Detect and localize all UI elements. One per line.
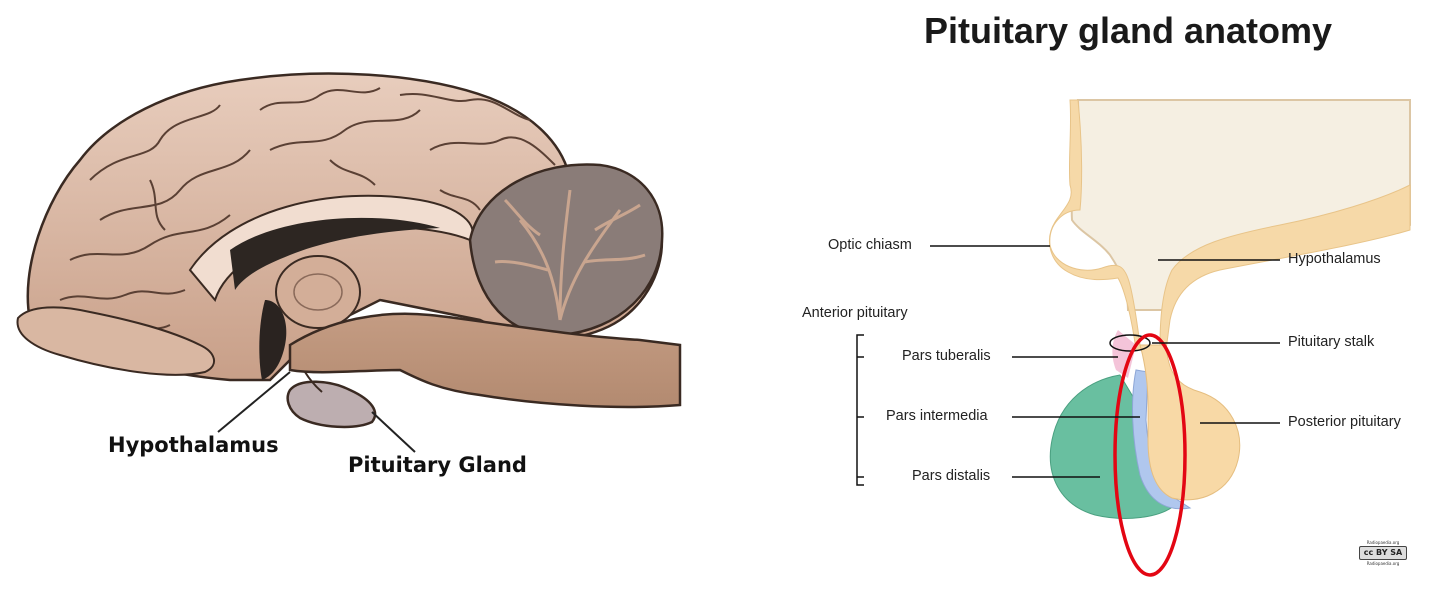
arbor-vitae <box>494 189 646 321</box>
red-highlight-ellipse <box>1113 333 1187 577</box>
ventricle <box>230 217 440 290</box>
page-title: Pituitary gland anatomy <box>923 10 1333 51</box>
frontal-lobe-base <box>16 306 215 376</box>
badge-site-line: Radiopaedia.org <box>1366 561 1400 566</box>
hypothalamus-diagram-label: Hypothalamus <box>1288 251 1381 267</box>
thalamus <box>275 255 361 329</box>
pars-tuberalis-label: Pars tuberalis <box>902 348 991 364</box>
pars-tuberalis-shape <box>1112 330 1136 378</box>
anterior-pituitary-label: Anterior pituitary <box>802 305 908 321</box>
posterior-pituitary-label: Posterior pituitary <box>1288 414 1401 430</box>
pars-intermedia-label: Pars intermedia <box>886 408 988 424</box>
brainstem <box>288 312 682 409</box>
pituitary-gland-drawing <box>286 380 377 429</box>
anterior-pituitary-bracket <box>856 334 864 486</box>
optic-chiasm-label: Optic chiasm <box>828 237 912 253</box>
pituitary-gland-leader-line <box>371 411 416 453</box>
hypothalamus-region <box>1048 99 1411 351</box>
pituitary-gland-label: Pituitary Gland <box>348 453 527 477</box>
posterior-pituitary-shape <box>1139 344 1241 501</box>
pars-distalis-label: Pars distalis <box>912 468 991 484</box>
hypothalamus-label: Hypothalamus <box>108 433 279 457</box>
badge-source-line: Radiopaedia.org <box>1366 540 1400 545</box>
license-badge: Radiopaedia.org cc BY SA Radiopaedia.org <box>1358 540 1408 574</box>
pituitary-stalk-ring <box>1109 334 1151 352</box>
pituitary-stalk-label: Pituitary stalk <box>1288 334 1375 350</box>
hypothalamus-leader-line <box>217 371 291 433</box>
third-ventricle <box>259 300 287 380</box>
cc-license-icon: cc BY SA <box>1359 546 1407 560</box>
